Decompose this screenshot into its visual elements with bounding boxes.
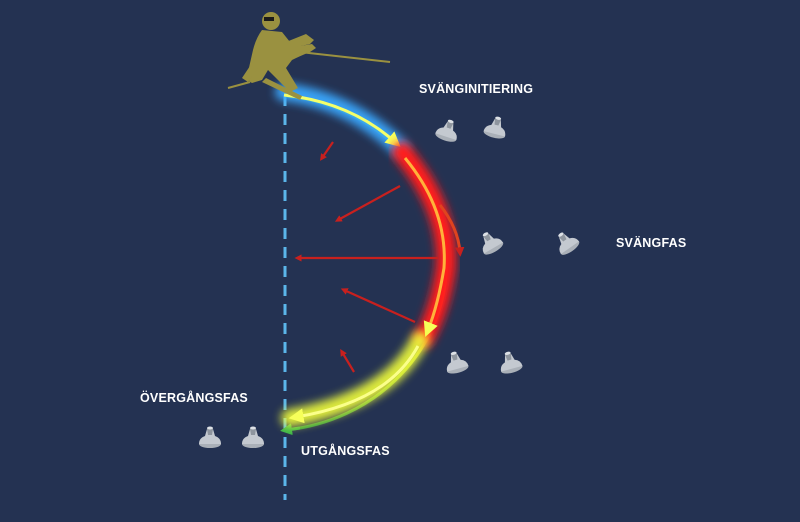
- exit-phase-core: [288, 345, 420, 424]
- gate-marker-icon: [242, 426, 264, 448]
- turn-outer-arc: [285, 94, 448, 432]
- label-exit-phase: UTGÅNGSFAS: [301, 444, 390, 458]
- gate-marker-icon: [496, 349, 524, 376]
- gate-marker-icon: [434, 116, 462, 144]
- gate-marker-icon: [475, 227, 506, 258]
- skier-icon: [227, 12, 391, 100]
- gate-marker-icon: [550, 227, 582, 258]
- exit-phase-glow: [281, 331, 429, 427]
- force-arrow: [340, 288, 416, 324]
- turn-phase-core: [403, 157, 446, 337]
- turn-phase-glow: [392, 142, 457, 348]
- turn-outer-arc-end-arrow: [280, 423, 301, 436]
- turn-phase-arrow-upper: [438, 204, 465, 257]
- label-turn-phase: SVÄNGFAS: [616, 236, 687, 250]
- gate-markers: [199, 114, 582, 448]
- gate-marker-icon: [199, 426, 221, 448]
- initiation-phase-glow: [275, 83, 409, 157]
- label-transition-phase: ÖVERGÅNGSFAS: [140, 391, 248, 405]
- label-initiation-phase: SVÄNGINITIERING: [419, 82, 534, 96]
- force-arrows: [294, 141, 438, 373]
- force-arrow: [334, 185, 401, 222]
- gate-marker-icon: [442, 349, 470, 376]
- skier-goggles: [264, 17, 274, 21]
- force-arrow: [320, 141, 334, 161]
- gate-marker-icon: [482, 114, 510, 141]
- force-arrow: [340, 348, 355, 373]
